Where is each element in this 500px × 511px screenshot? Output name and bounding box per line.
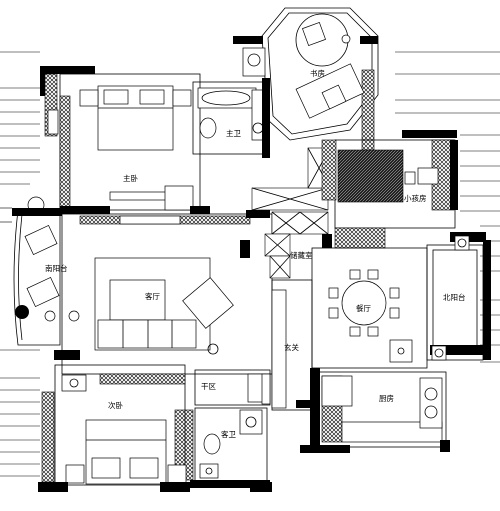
kids-room bbox=[334, 130, 458, 249]
label-shoe-cabinet: 储藏室 bbox=[290, 250, 313, 260]
label-kitchen: 厨房 bbox=[379, 393, 394, 403]
label-dry-area: 干区 bbox=[201, 382, 216, 391]
master-bath bbox=[192, 78, 270, 158]
kitchen bbox=[300, 368, 450, 453]
label-master-bath: 主卫 bbox=[226, 128, 241, 138]
south-balcony bbox=[12, 196, 80, 346]
label-living-room: 客厅 bbox=[145, 291, 160, 301]
label-kids-room: 小孩房 bbox=[404, 193, 427, 203]
label-second-bedroom: 次卧 bbox=[108, 400, 123, 410]
label-north-balcony: 北阳台 bbox=[443, 292, 466, 302]
living-room bbox=[54, 213, 273, 375]
label-foyer: 玄关 bbox=[284, 342, 299, 352]
guest-bath bbox=[174, 407, 270, 488]
master-bedroom bbox=[40, 66, 210, 214]
foyer bbox=[271, 279, 316, 411]
label-guest-bath: 客卫 bbox=[221, 429, 236, 439]
north-balcony bbox=[426, 232, 491, 361]
label-dining-room: 餐厅 bbox=[356, 304, 371, 313]
dry-area bbox=[194, 369, 271, 406]
label-study: 书房 bbox=[310, 68, 325, 78]
shoe-cabinet-block bbox=[246, 139, 337, 279]
label-master-bedroom: 主卧 bbox=[123, 173, 138, 183]
study-room bbox=[233, 7, 379, 151]
right-dimension-lines bbox=[395, 51, 500, 363]
left-dimension-lines bbox=[0, 51, 40, 477]
label-south-balcony: 南阳台 bbox=[45, 263, 68, 273]
room-labels: 书房 主卫 主卧 小孩房 南阳台 客厅 储藏室 餐厅 北阳台 玄关 干区 次卧 … bbox=[45, 68, 466, 439]
dining-room bbox=[311, 247, 428, 369]
second-bedroom bbox=[38, 364, 272, 492]
